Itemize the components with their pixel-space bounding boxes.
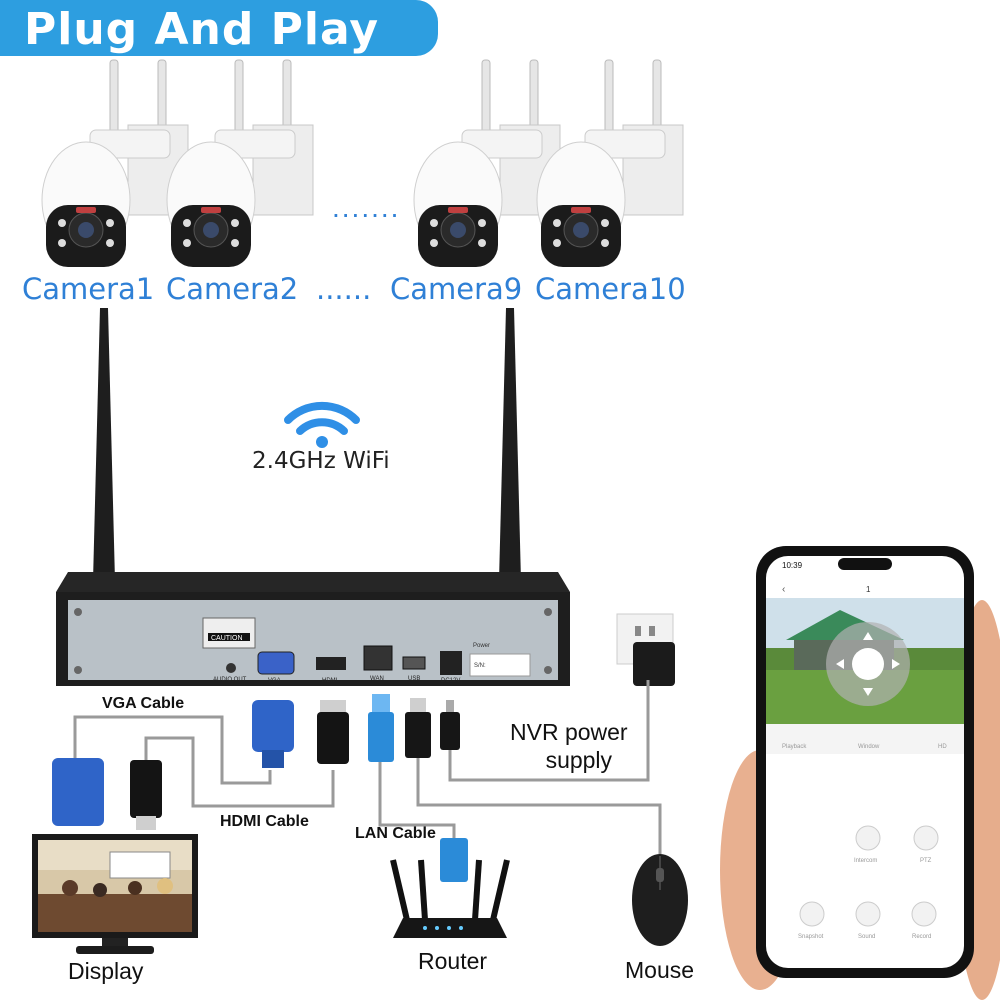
camera-1-label: Camera1: [22, 272, 155, 306]
phone-channel: 1: [866, 585, 871, 594]
power-adapter: [616, 613, 675, 686]
mouse-label: Mouse: [625, 957, 695, 983]
camera-9-image: [413, 59, 561, 268]
sound-icon[interactable]: [855, 901, 881, 927]
caution-label: CAUTION: [211, 635, 243, 642]
lan-cable-label: LAN Cable: [355, 825, 436, 842]
wifi-label: 2.4GHz WiFi: [252, 448, 390, 474]
port-label-usb: USB: [408, 676, 420, 682]
display-monitor: [32, 834, 198, 954]
record-icon[interactable]: [911, 901, 937, 927]
router: [390, 859, 510, 938]
svg-text:S/N:: S/N:: [474, 663, 486, 669]
power-cable-line: [448, 680, 650, 782]
power-supply-line2: supply: [545, 747, 613, 773]
ptz-up-icon[interactable]: [863, 632, 873, 640]
audio-out-port: [226, 663, 236, 673]
usb-port: [402, 656, 426, 670]
hdmi-port: [316, 657, 346, 670]
smartphone: 10:39 ‹ 1 Playback Window HD Intercom PT…: [720, 546, 1000, 1000]
hdmi-plug-display: [130, 760, 162, 818]
lan-plug-top: [368, 712, 394, 762]
vga-plug-display: [52, 758, 104, 826]
hdmi-plug-top: [317, 712, 349, 764]
banner-title: Plug And Play: [24, 4, 380, 55]
camera-9-label: Camera9: [390, 272, 523, 306]
vga-cable-label: VGA Cable: [102, 695, 185, 712]
port-label-vga: VGA: [268, 678, 281, 684]
ptz-down-icon[interactable]: [863, 688, 873, 696]
display-label: Display: [68, 958, 144, 984]
control-record: Record: [912, 934, 931, 940]
phone-time: 10:39: [782, 561, 803, 570]
antenna-right: [498, 308, 522, 620]
tab-window[interactable]: Window: [858, 744, 880, 750]
camera-1-image: [41, 59, 189, 268]
dc12v-port: [440, 651, 462, 675]
hdmi-cable-label: HDMI Cable: [220, 813, 309, 830]
camera-10-label: Camera10: [535, 272, 686, 306]
nvr-recorder: CAUTION S/N: Power AUDIO OUT VGA HDMI WA…: [56, 308, 570, 686]
title-banner: [0, 0, 438, 56]
port-label-dc12v: DC12V: [441, 678, 460, 684]
lan-plug-router: [440, 838, 468, 882]
port-label-wan: WAN: [370, 676, 384, 682]
control-sound: Sound: [858, 934, 875, 940]
cable-wiring: [52, 680, 662, 882]
vga-plug-top: [252, 700, 294, 752]
camera-2-image: [166, 59, 314, 268]
lan-cable-line: [378, 760, 456, 840]
camera-2-label: Camera2: [166, 272, 299, 306]
usb-cable-line: [416, 758, 662, 870]
snapshot-icon[interactable]: [799, 901, 825, 927]
hdmi-cable-line: [144, 736, 335, 808]
dc-plug: [440, 712, 460, 750]
tab-hd[interactable]: HD: [938, 744, 947, 750]
control-ptz: PTZ: [920, 858, 932, 864]
power-supply-line1: NVR power: [510, 719, 628, 745]
control-snapshot: Snapshot: [798, 934, 824, 940]
svg-text:‹: ‹: [782, 584, 785, 595]
vga-port: [257, 651, 295, 675]
ptz-left-icon[interactable]: [836, 659, 844, 669]
wifi-icon: [284, 401, 360, 448]
camera-separator: ......: [316, 272, 372, 306]
router-label: Router: [418, 948, 488, 974]
ptz-icon[interactable]: [913, 825, 939, 851]
port-label-hdmi: HDMI: [322, 678, 338, 684]
power-tag: Power: [473, 643, 490, 649]
usb-plug: [405, 712, 431, 758]
power-supply-label: NVR power supply: [510, 718, 628, 774]
wan-port: [363, 645, 393, 671]
antenna-left: [92, 308, 116, 620]
camera-10-image: [536, 59, 684, 268]
mouse: [632, 854, 688, 946]
tab-playback[interactable]: Playback: [782, 744, 807, 750]
control-intercom: Intercom: [854, 858, 877, 864]
cameras-illustration: .......: [41, 59, 684, 268]
svg-text:.......: .......: [332, 192, 400, 223]
ptz-right-icon[interactable]: [892, 659, 900, 669]
intercom-icon[interactable]: [855, 825, 881, 851]
port-label-audio: AUDIO OUT: [213, 677, 247, 683]
vga-cable-line: [73, 715, 272, 785]
